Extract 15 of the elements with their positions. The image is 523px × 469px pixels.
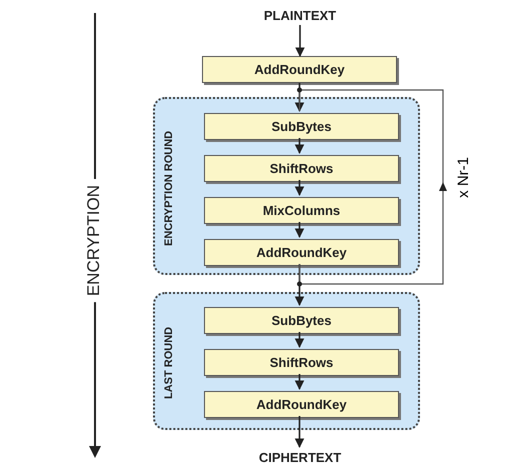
round-group [153,97,420,275]
group-heading: LAST ROUND [163,326,175,402]
process-box: AddRoundKey [204,239,399,266]
flow-terminal-text: CIPHERTEXT [245,447,355,467]
flow-terminal-text: PLAINTEXT [250,5,350,25]
process-box: SubBytes [204,307,399,334]
process-box: AddRoundKey [204,391,399,418]
direction-label: ENCRYPTION [84,185,104,296]
process-box: MixColumns [204,197,399,224]
process-box: ShiftRows [204,349,399,376]
group-heading: ENCRYPTION ROUND [163,129,175,248]
process-box: SubBytes [204,113,399,140]
process-box: ShiftRows [204,155,399,182]
process-box: AddRoundKey [202,56,397,83]
round-group [153,292,420,430]
